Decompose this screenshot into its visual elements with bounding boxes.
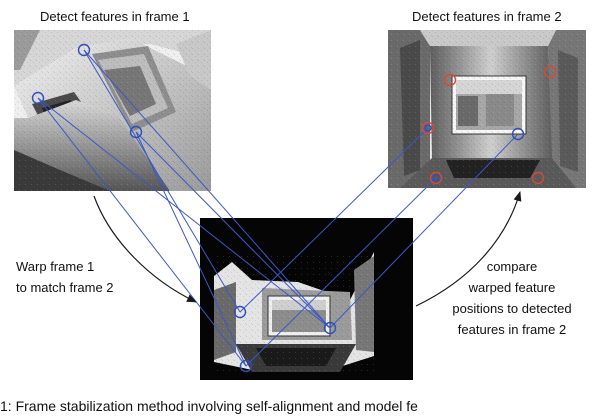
- warp-label-line-2: to match frame 2: [16, 280, 114, 295]
- match-line-6: [135, 131, 331, 329]
- compare-label-line-1: compare: [486, 259, 538, 274]
- frame1-image: [14, 30, 211, 191]
- match-line-7: [239, 127, 429, 313]
- compare-label-line-2: warped feature: [468, 280, 556, 295]
- warp-arrow: [93, 195, 197, 303]
- compare-label-line-4: features in frame 2: [457, 322, 567, 337]
- frame2-feature-marker: [421, 121, 435, 135]
- frame2-compared-marker: [424, 124, 432, 132]
- compare-label-line-3: positions to detected: [452, 301, 572, 316]
- match-line-3: [37, 97, 247, 367]
- match-line-1: [83, 49, 241, 313]
- match-line-4: [37, 97, 331, 329]
- frame2-feature-marker: [543, 65, 557, 79]
- feature-markers: [31, 43, 557, 373]
- match-line-9: [245, 177, 437, 367]
- frame2-title: Detect features in frame 2: [412, 9, 562, 24]
- warped-feature-marker: [233, 305, 247, 319]
- match-line-2: [83, 49, 331, 329]
- frame2-feature-marker: [531, 171, 545, 185]
- frame2-feature-marker: [443, 73, 457, 87]
- warped-feature-marker: [239, 359, 253, 373]
- compare-label: compare warped feature positions to dete…: [432, 256, 592, 340]
- frame1-feature-marker: [129, 125, 143, 139]
- warp-label-line-1: Warp frame 1: [16, 259, 95, 274]
- frame1-feature-marker: [31, 91, 45, 105]
- match-line-5: [135, 131, 247, 367]
- frame2-compared-marker: [432, 174, 440, 182]
- warped-feature-marker: [323, 321, 337, 335]
- frame1-title: Detect features in frame 1: [40, 9, 190, 24]
- caption-fragment: 1: Frame stabilization method involving …: [0, 398, 418, 414]
- frame2-image: [388, 30, 586, 188]
- frame2-feature-marker: [429, 171, 443, 185]
- warp-label: Warp frame 1 to match frame 2: [16, 256, 114, 298]
- correspondence-lines: [37, 49, 519, 367]
- compare-arrow: [415, 191, 522, 307]
- frame1-feature-marker: [77, 43, 91, 57]
- match-line-8: [329, 133, 519, 329]
- frame2-compared-marker: [511, 127, 525, 141]
